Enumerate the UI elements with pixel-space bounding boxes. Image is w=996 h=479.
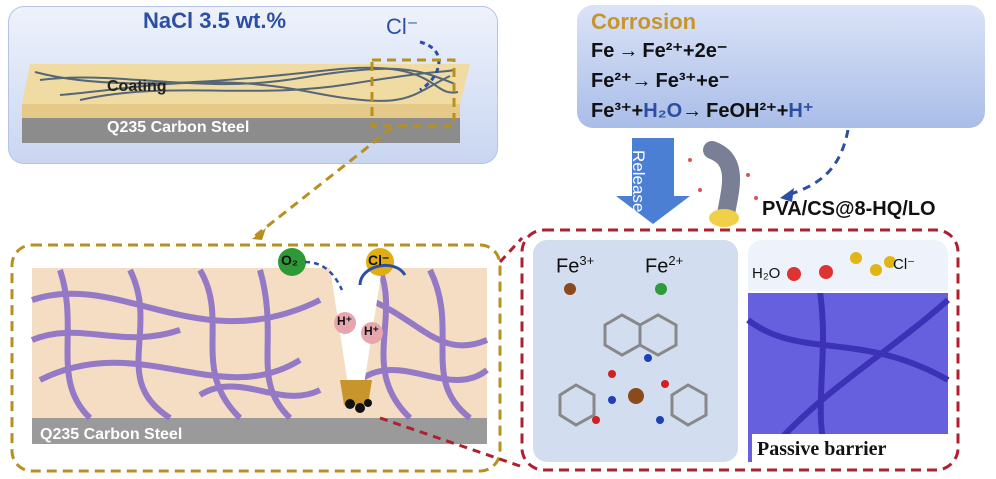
nacl-title: NaCl 3.5 wt.%	[143, 8, 287, 33]
chelation-subpanel	[533, 240, 738, 462]
fe-center	[628, 388, 644, 404]
red-connector-bottom	[379, 416, 521, 468]
water-molecule-2	[819, 265, 833, 279]
corrosion-title: Corrosion	[591, 9, 697, 34]
proton-label-2: H⁺	[364, 324, 379, 338]
caption-band	[752, 434, 948, 464]
steel-label-top: Q235 Carbon Steel	[107, 119, 250, 136]
fe3-charge: 3+	[579, 253, 595, 268]
corrosion-equations-box	[577, 5, 985, 128]
steel-layer-top	[22, 118, 460, 143]
chloride-label-bottom: Cl⁻	[368, 252, 390, 268]
equation-1: Fe → Fe²⁺+2e⁻	[591, 40, 728, 62]
corrosion-products	[345, 399, 372, 413]
proton-2	[361, 322, 383, 344]
steel-label-bottom: Q235 Carbon Steel	[40, 426, 183, 443]
released-inhibitor-dots	[688, 158, 758, 200]
chloride-label-top: Cl⁻	[386, 14, 419, 39]
coating-layer-front	[22, 104, 460, 118]
zoom-connector-gold	[254, 126, 393, 238]
release-arrow	[616, 138, 690, 224]
water-label: H₂O	[752, 265, 781, 282]
fe2-symbol: Fe	[645, 255, 669, 278]
equation-3: Fe³⁺+H₂O→ FeOH²⁺+H⁺	[591, 98, 813, 123]
proton-label-1: H⁺	[337, 314, 352, 328]
steel-section	[32, 418, 487, 444]
fe2-ion	[655, 283, 667, 295]
fe2-label: Fe2+	[645, 253, 683, 279]
oxygen-arrow	[304, 260, 344, 291]
equation-3-water: H₂O	[643, 100, 683, 122]
zoom-box-top	[370, 58, 456, 128]
h-plus-release-arrow	[784, 129, 850, 198]
material-label: PVA/CS@8-HQ/LO	[762, 198, 936, 220]
equation-3-mid: → FeOH²⁺+	[682, 100, 789, 122]
release-label: Release	[629, 150, 648, 213]
fiber-end-cap	[709, 209, 739, 227]
h-plus-arrowhead	[780, 188, 794, 202]
fe3-label: Fe3+	[556, 253, 594, 279]
coating-section	[32, 268, 487, 418]
oxygen-ion	[278, 248, 306, 276]
oxygen-atoms	[592, 370, 669, 424]
red-connector-top	[498, 236, 524, 264]
chloride-particles	[850, 252, 896, 276]
8hq-complex	[558, 313, 708, 427]
equation-2: Fe²⁺→ Fe³⁺+e⁻	[591, 70, 730, 92]
water-molecule-1	[787, 267, 801, 281]
zoom-arrowhead	[252, 228, 266, 240]
chloride-attack-arrow	[419, 40, 441, 92]
coating-label: Coating	[107, 78, 167, 95]
fe3-ion	[564, 283, 576, 295]
proton-1	[334, 312, 356, 334]
chloride-arrow	[358, 264, 407, 286]
pit-channel	[330, 268, 382, 398]
pit-bottom	[340, 380, 372, 405]
fe3-symbol: Fe	[556, 255, 580, 278]
equation-3-left: Fe³⁺+	[591, 100, 644, 122]
fiber-network	[30, 268, 489, 421]
fe2-charge: 2+	[668, 253, 684, 268]
passive-barrier-caption: Passive barrier	[757, 438, 887, 460]
oxygen-label: O₂	[281, 252, 299, 268]
pva-fiber-capsule	[703, 141, 740, 223]
nitrogen-atoms	[608, 354, 664, 424]
equation-3-hplus: H⁺	[788, 100, 814, 122]
chloride-label-barrier: Cl⁻	[893, 256, 916, 273]
